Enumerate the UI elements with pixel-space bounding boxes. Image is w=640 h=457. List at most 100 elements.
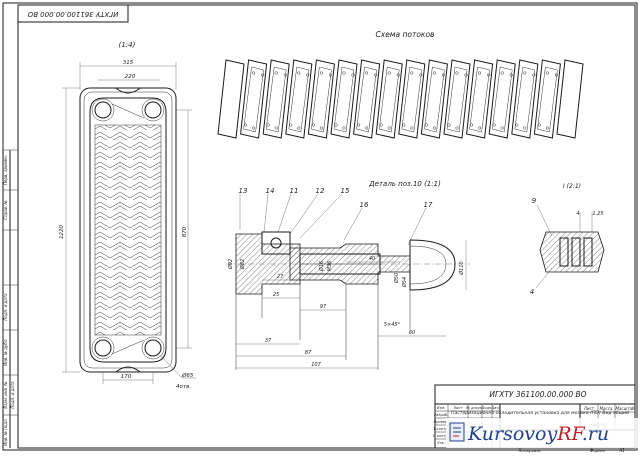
detail-view: Деталь поз.10 (1:1) 13 14 11 12 15 16 17	[226, 180, 470, 370]
strip-label-5: Взам. инв. №	[3, 381, 8, 408]
title-block-copied: Копировал	[519, 448, 542, 453]
watermark-doc-icon	[449, 422, 465, 442]
title-block-sheet: Лист	[583, 406, 595, 411]
flow-plate	[285, 59, 313, 139]
watermark-accent: RF	[556, 423, 585, 445]
flow-plate	[466, 59, 494, 139]
role-label-5: Утв.	[437, 441, 445, 445]
dim-60: 60	[409, 330, 415, 336]
flow-plates	[217, 59, 584, 139]
balloon-4: 4	[530, 288, 534, 296]
watermark-prefix: Kursovoy	[467, 423, 557, 445]
inner-frame	[17, 4, 636, 449]
dim-chamfer: 5×45°	[384, 322, 401, 328]
row-label-5: Дата	[490, 406, 500, 410]
detail-view-scale: I (2:1)	[563, 183, 581, 190]
balloon-12: 12	[316, 187, 325, 195]
row-label-2: Лист	[452, 406, 463, 410]
gasket-outline	[89, 97, 167, 363]
role-label-2: Провер.	[434, 420, 449, 424]
row-label-3: № докум.	[465, 406, 484, 410]
flow-plate	[556, 59, 584, 139]
flow-plate	[533, 59, 561, 139]
dim-97: 97	[320, 304, 327, 310]
flow-plate	[262, 59, 290, 139]
strip-label-3: Подп. и дата	[3, 293, 8, 321]
dim-27: 27	[277, 274, 284, 280]
flow-plate	[240, 59, 268, 139]
dim-d82: Ø82	[239, 259, 246, 270]
flow-plate	[488, 59, 516, 139]
left-binding-strip: Перв. примен. Справ. № Подп. и дата Инв.…	[3, 149, 18, 448]
role-label-4: Н.контр.	[433, 434, 449, 438]
balloon-9: 9	[532, 197, 537, 205]
title-block-mass: Масса	[600, 406, 613, 411]
row-label-1: Изм.	[437, 406, 445, 410]
balloon-16: 16	[360, 201, 369, 209]
plate-port-dim: 220	[125, 74, 136, 80]
flow-plate	[511, 59, 539, 139]
dim-d54: Ø54	[401, 277, 408, 288]
plate-view: (1:4) 315 220 1220	[59, 41, 196, 390]
balloon-11: 11	[290, 187, 299, 195]
title-block-format-value: А1	[618, 448, 624, 453]
watermark-logo: KursovoyRF.ru	[446, 418, 638, 448]
flow-plate	[375, 59, 403, 139]
role-label-3: Т.контр.	[433, 427, 449, 431]
port-hole-bottom-left	[94, 339, 112, 357]
dome-cap	[409, 239, 456, 291]
flow-plate	[420, 59, 448, 139]
dim-107: 107	[311, 362, 321, 368]
rotated-designation-box: ИГХТУ 361100.00.000 ВО	[17, 4, 129, 23]
plate-outline	[79, 87, 177, 373]
balloon-17: 17	[424, 201, 433, 209]
rotated-designation: ИГХТУ 361100.00.000 ВО	[27, 10, 118, 18]
dim-25: 25	[273, 292, 279, 298]
strip-label-6: Подп. и дата	[10, 381, 15, 409]
title-block-designation: ИГХТУ 361100.00.000 ВО	[489, 390, 586, 399]
port-hole-top-left	[94, 101, 112, 119]
plate-inner-height-dim: 870	[182, 226, 188, 237]
chevron-pattern	[94, 124, 162, 336]
dim-87: 87	[305, 350, 312, 356]
strip-label-2: Справ. №	[3, 200, 8, 219]
balloon-14: 14	[266, 187, 275, 195]
svg-text:KursovoyRF.ru: KursovoyRF.ru	[467, 423, 609, 445]
plate-hole-dia: Ø65	[181, 372, 194, 379]
section-detail-view: I (2:1) 4 1,25 9 4	[530, 183, 605, 296]
port-hole-top-right	[144, 101, 162, 119]
detail-title: Деталь поз.10 (1:1)	[368, 180, 441, 188]
dim-1-25: 1,25	[592, 211, 603, 217]
dim-d50: Ø50	[393, 273, 400, 284]
flow-plate	[330, 59, 358, 139]
flow-plate	[398, 59, 426, 139]
strip-label-7: Инв. № подл.	[3, 418, 8, 446]
row-label-4: Подп.	[482, 406, 493, 410]
role-label-1: Разраб.	[434, 413, 448, 417]
dim-4: 4	[576, 211, 579, 217]
flow-scheme-title: Схема потоков	[376, 30, 435, 39]
outer-frame	[2, 2, 638, 451]
plate-width-dim: 315	[123, 60, 134, 66]
plate-height-dim: 1220	[59, 225, 65, 239]
dim-m36: M36	[327, 261, 333, 272]
dim-40: 40	[369, 256, 375, 262]
dim-d110: Ø110	[458, 261, 465, 275]
plate-scale-note: (1:4)	[119, 41, 136, 49]
balloon-15: 15	[341, 187, 350, 195]
dim-d92: Ø92	[227, 259, 234, 270]
port-hole-bottom-right	[144, 339, 162, 357]
plate-bottom-dim: 170	[121, 374, 132, 380]
strip-label-4: Инв. № дубл.	[3, 338, 8, 365]
flow-plate	[443, 59, 471, 139]
title-block-format-label: Формат	[590, 448, 607, 453]
flow-plate	[217, 59, 245, 139]
dim-37: 37	[265, 338, 272, 344]
flow-scheme: Схема потоков	[217, 30, 584, 139]
strip-label-1: Перв. примен.	[3, 155, 8, 185]
flow-plate	[353, 59, 381, 139]
title-block-scale: Масштаб	[615, 406, 635, 411]
title-block-name: Пастеризационно-охладительная установка …	[451, 410, 629, 416]
